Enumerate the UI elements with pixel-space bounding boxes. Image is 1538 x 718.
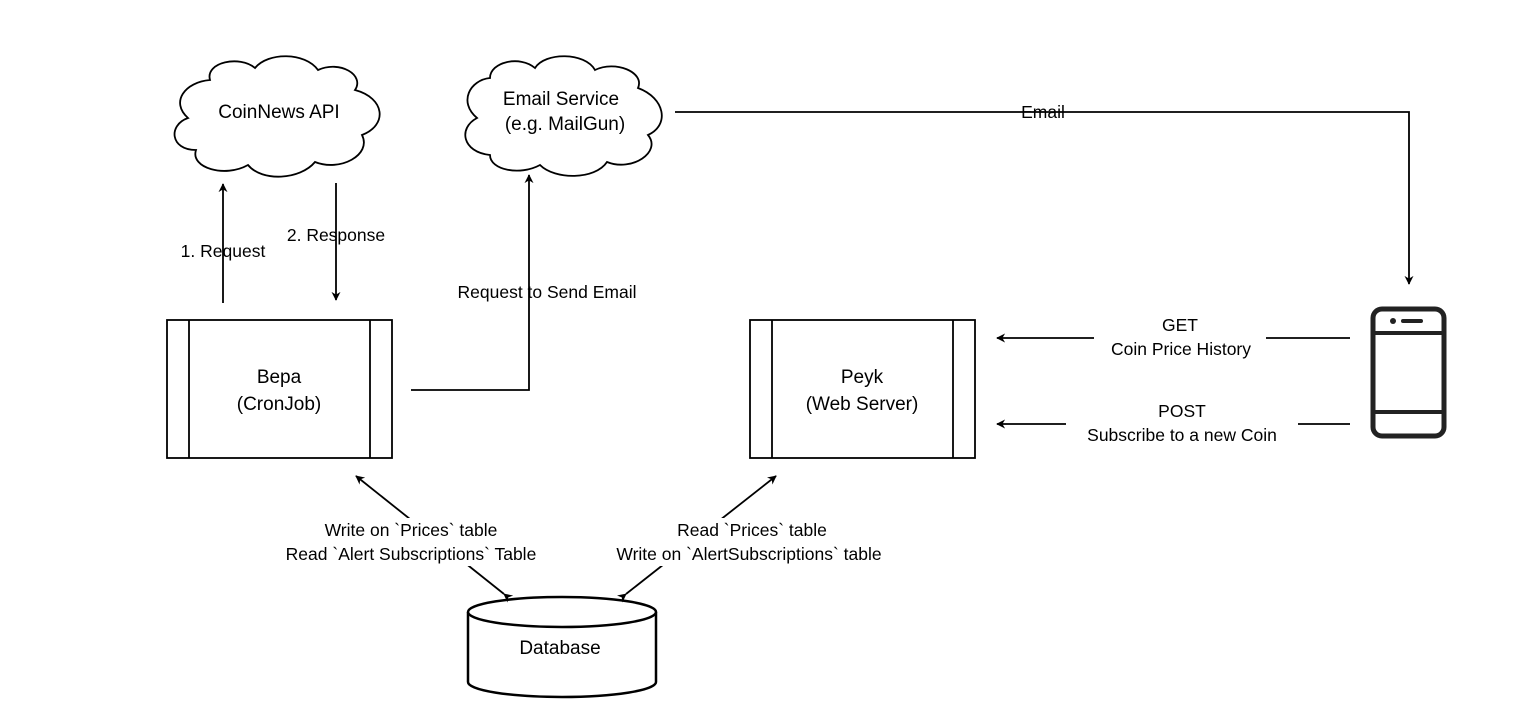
bepa-node: Bepa (CronJob) bbox=[166, 319, 393, 459]
email-service-sublabel: (e.g. MailGun) bbox=[505, 114, 625, 135]
bepa-label: Bepa bbox=[257, 367, 302, 388]
edge-get: GET Coin Price History bbox=[996, 314, 1350, 360]
bepa-db-label-line1: Write on `Prices` table bbox=[325, 520, 498, 540]
peyk-db-label-line1: Read `Prices` table bbox=[677, 520, 827, 540]
cloud-shape bbox=[173, 55, 381, 178]
post-description-label: Subscribe to a new Coin bbox=[1087, 425, 1277, 445]
edge-response: 2. Response bbox=[287, 183, 385, 301]
bepa-db-label-line2: Read `Alert Subscriptions` Table bbox=[286, 544, 537, 564]
edge-request: 1. Request bbox=[181, 183, 266, 303]
email-label: Email bbox=[1021, 102, 1065, 122]
peyk-node: Peyk (Web Server) bbox=[749, 319, 976, 459]
edge-send-email: Request to Send Email bbox=[411, 174, 637, 391]
cylinder-body bbox=[466, 612, 658, 699]
database-node: Database bbox=[466, 595, 658, 699]
response-label: 2. Response bbox=[287, 225, 385, 245]
edge-post: POST Subscribe to a new Coin bbox=[996, 400, 1350, 446]
peyk-label: Peyk bbox=[841, 367, 884, 388]
process-box bbox=[749, 319, 976, 459]
process-box bbox=[166, 319, 393, 459]
email-service-node: Email Service (e.g. MailGun) bbox=[464, 55, 663, 177]
peyk-sublabel: (Web Server) bbox=[806, 394, 919, 415]
get-description-label: Coin Price History bbox=[1111, 339, 1251, 359]
cylinder-top bbox=[466, 595, 658, 629]
edge-peyk-database: Read `Prices` table Write on `AlertSubsc… bbox=[590, 475, 908, 603]
request-label: 1. Request bbox=[181, 241, 266, 261]
email-service-label: Email Service bbox=[503, 89, 619, 110]
send-email-label: Request to Send Email bbox=[458, 282, 637, 302]
coinnews-api-label: CoinNews API bbox=[218, 102, 339, 123]
edge-email: Email bbox=[675, 102, 1414, 285]
post-method-label: POST bbox=[1158, 401, 1206, 421]
smartphone-icon bbox=[1370, 306, 1447, 439]
bepa-sublabel: (CronJob) bbox=[237, 394, 321, 415]
coinnews-api-node: CoinNews API bbox=[173, 55, 381, 178]
cloud-shape bbox=[464, 55, 663, 177]
database-label: Database bbox=[519, 638, 600, 659]
peyk-db-label-line2: Write on `AlertSubscriptions` table bbox=[616, 544, 881, 564]
get-method-label: GET bbox=[1162, 315, 1198, 335]
edge-bepa-database: Write on `Prices` table Read `Alert Subs… bbox=[262, 475, 562, 603]
